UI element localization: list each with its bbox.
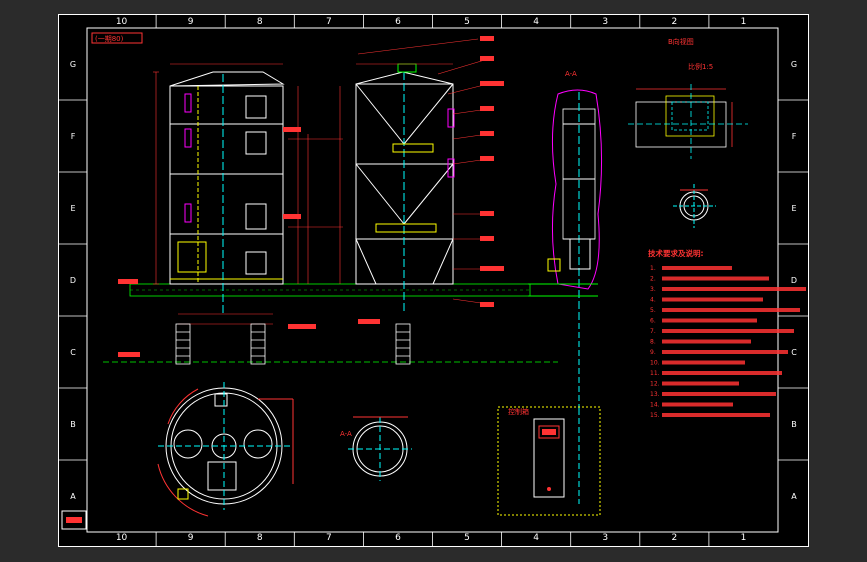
row-letter-left: E (70, 204, 75, 213)
note-text-bar (662, 381, 739, 386)
note-text-bar (662, 392, 776, 396)
column-number-top: 1 (741, 17, 747, 27)
row-letter-left: A (70, 492, 76, 501)
column-number-top: 2 (671, 17, 677, 27)
row-letter-left: D (70, 276, 76, 285)
detail-b-view (628, 84, 748, 159)
annotation-marks (118, 36, 504, 357)
row-letter-right: A (791, 492, 797, 501)
column-number-top: 6 (395, 17, 401, 27)
note-text-bar (662, 360, 745, 365)
section-aa-view (528, 89, 603, 409)
section-aa-title: A-A (565, 70, 577, 78)
row-letter-left: B (70, 420, 76, 429)
row-letter-left: G (70, 60, 76, 69)
left-tank-front-view (169, 71, 285, 314)
row-letter-right: E (791, 204, 796, 213)
row-letter-right: C (791, 348, 797, 357)
column-number-bottom: 1 (741, 533, 747, 543)
note-text-bar (662, 339, 751, 344)
row-letter-right: B (791, 420, 797, 429)
column-grid: 10 10 9 9 8 8 7 7 6 6 5 5 4 4 3 3 2 2 1 1 (116, 14, 746, 546)
note-text-bar (662, 266, 732, 270)
note-line: 6. (650, 318, 656, 325)
note-line: 15. (650, 412, 660, 419)
note-line: 1. (650, 265, 656, 272)
title-block (61, 510, 87, 530)
floor-line (129, 283, 531, 297)
left-tank-legs (175, 323, 266, 365)
nozzle-circle-detail (673, 184, 716, 228)
note-text-bar (662, 297, 763, 302)
note-line: 3. (650, 286, 656, 293)
column-number-bottom: 8 (257, 533, 263, 543)
note-line: 14. (650, 402, 660, 409)
note-text-bar (662, 329, 794, 333)
row-letter-right: F (792, 132, 797, 141)
column-number-bottom: 4 (533, 533, 539, 543)
notes-title: 技术要求及说明: (648, 248, 704, 258)
note-line: 11. (650, 370, 660, 377)
note-line: 8. (650, 339, 656, 346)
note-line: 13. (650, 391, 660, 398)
column-number-bottom: 2 (671, 533, 677, 543)
middle-tank-section-view (355, 63, 455, 314)
column-number-bottom: 6 (395, 533, 401, 543)
control-box (533, 409, 580, 504)
note-text-bar (662, 413, 770, 417)
column-number-bottom: 5 (464, 533, 470, 543)
column-number-top: 3 (602, 17, 608, 27)
column-number-bottom: 7 (326, 533, 332, 543)
note-text-bar (662, 402, 733, 407)
column-number-top: 9 (188, 17, 194, 27)
note-line: 7. (650, 328, 656, 335)
cad-drawing: 10 10 9 9 8 8 7 7 6 6 5 5 4 4 3 3 2 2 1 1 G G F F E E D D C C B B A A (一… (58, 14, 809, 547)
note-line: 12. (650, 381, 660, 388)
note-line: 2. (650, 276, 656, 283)
note-line: 5. (650, 307, 656, 314)
column-number-top: 10 (116, 17, 128, 27)
detail-b-scale: 比例1:5 (688, 62, 713, 71)
note-text-bar (662, 371, 782, 375)
left-dimensions (153, 63, 343, 325)
control-box-title: 控制箱 (508, 407, 529, 416)
outer-frame (58, 14, 809, 547)
control-box-area (497, 406, 601, 516)
column-number-top: 8 (257, 17, 263, 27)
column-number-top: 4 (533, 17, 539, 27)
plan-view (157, 382, 294, 517)
note-text-bar (662, 318, 757, 323)
note-text-bar (662, 350, 788, 354)
note-line: 9. (650, 349, 656, 356)
drawing-sheet: 10 10 9 9 8 8 7 7 6 6 5 5 4 4 3 3 2 2 1 1 G G F F E E D D C C B B A A (一… (58, 14, 809, 547)
note-text-bar (662, 308, 800, 312)
row-letter-left: F (71, 132, 76, 141)
row-letter-left: C (70, 348, 76, 357)
middle-tank-leg (395, 323, 411, 365)
column-number-bottom: 10 (116, 533, 128, 543)
circle-section-title: A-A (340, 430, 352, 438)
drawing-tag-box (91, 32, 143, 44)
note-line: 4. (650, 297, 656, 304)
note-text-bar (662, 287, 806, 291)
row-letter-right: D (791, 276, 797, 285)
column-number-bottom: 3 (602, 533, 608, 543)
title-block-logo (66, 517, 82, 523)
drawing-tag: (一期80) (95, 35, 124, 43)
note-text-bar (662, 276, 769, 281)
column-number-top: 5 (464, 17, 470, 27)
row-letter-right: G (791, 60, 797, 69)
column-number-top: 7 (326, 17, 332, 27)
note-line: 10. (650, 360, 660, 367)
notes-list: 1. 2. 3. 4. 5. 6. 7. 8. 9. 10. 11. 12. 13. 14. 15. (650, 265, 806, 419)
column-number-bottom: 9 (188, 533, 194, 543)
circle-section-view (348, 416, 412, 481)
detail-b-title: B向视图 (668, 37, 694, 46)
row-grid: G G F F E E D D C C B B A A (58, 60, 809, 501)
